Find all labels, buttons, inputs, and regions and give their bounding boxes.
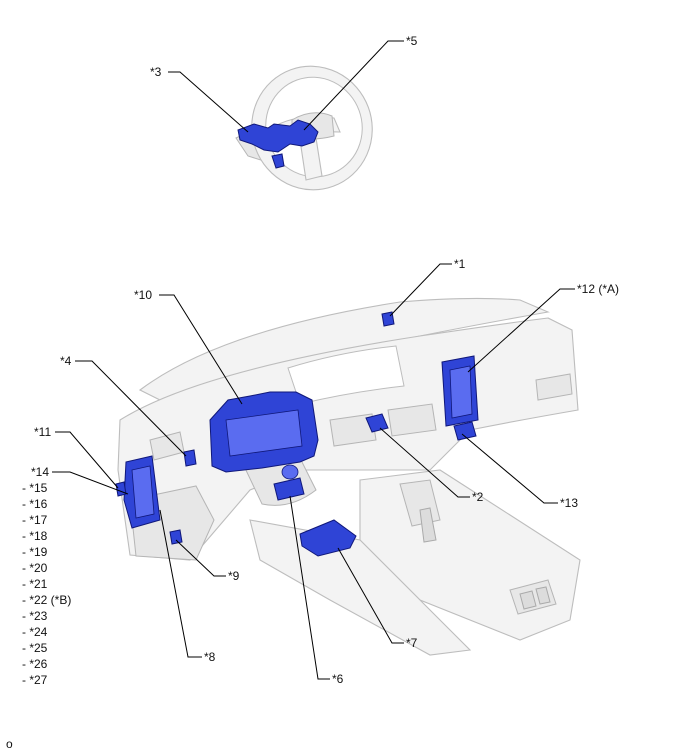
group-list-item: - *26 xyxy=(22,657,48,671)
group-list-item: - *21 xyxy=(22,577,48,591)
callout-9: *9 xyxy=(228,569,240,583)
group-list-item: - *18 xyxy=(22,529,48,543)
component-4 xyxy=(183,449,197,467)
component-9 xyxy=(169,529,183,545)
steering-switch-part xyxy=(237,119,319,153)
callout-5: *5 xyxy=(406,34,418,48)
group-list-item: - *22 (*B) xyxy=(22,593,71,607)
callout-11: *11 xyxy=(34,425,51,439)
group-list-item: - *23 xyxy=(22,609,48,623)
callout-labels: *3 *5 *1 *10 *12 (*A) *4 *11 *14 *2 *13 … xyxy=(31,34,619,686)
leader-lines xyxy=(52,40,575,680)
callout-13: *13 xyxy=(560,496,578,510)
components xyxy=(115,311,479,557)
callout-4: *4 xyxy=(60,354,72,368)
component-11 xyxy=(115,481,127,497)
component-13 xyxy=(453,421,477,441)
group-list-item: - *20 xyxy=(22,561,48,575)
group-list-item: - *27 xyxy=(22,673,48,687)
callout-group-list: - *15 - *16 - *17 - *18 - *19 - *20 - *21 - *22… xyxy=(22,481,71,687)
callout-7: *7 xyxy=(406,636,418,650)
callout-8: *8 xyxy=(204,650,216,664)
callout-2: *2 xyxy=(472,490,484,504)
group-list-item: - *24 xyxy=(22,625,48,639)
figure-id: o xyxy=(6,737,13,751)
callout-3: *3 xyxy=(150,65,162,79)
callout-1: *1 xyxy=(454,257,466,271)
spiral-cable-part xyxy=(271,153,285,169)
group-list-item: - *19 xyxy=(22,545,48,559)
callout-14: *14 xyxy=(31,465,49,479)
group-list-item: - *15 xyxy=(22,481,48,495)
steering-wheel-inset xyxy=(235,65,373,191)
group-list-item: - *16 xyxy=(22,497,48,511)
component-6 xyxy=(273,477,305,501)
component-2 xyxy=(365,413,389,433)
callout-10: *10 xyxy=(134,288,152,302)
component-7 xyxy=(299,519,357,557)
group-list-item: - *17 xyxy=(22,513,48,527)
callout-6: *6 xyxy=(332,672,344,686)
callout-12: *12 (*A) xyxy=(577,282,619,296)
group-list-item: - *25 xyxy=(22,641,48,655)
instrument-panel xyxy=(117,297,581,656)
